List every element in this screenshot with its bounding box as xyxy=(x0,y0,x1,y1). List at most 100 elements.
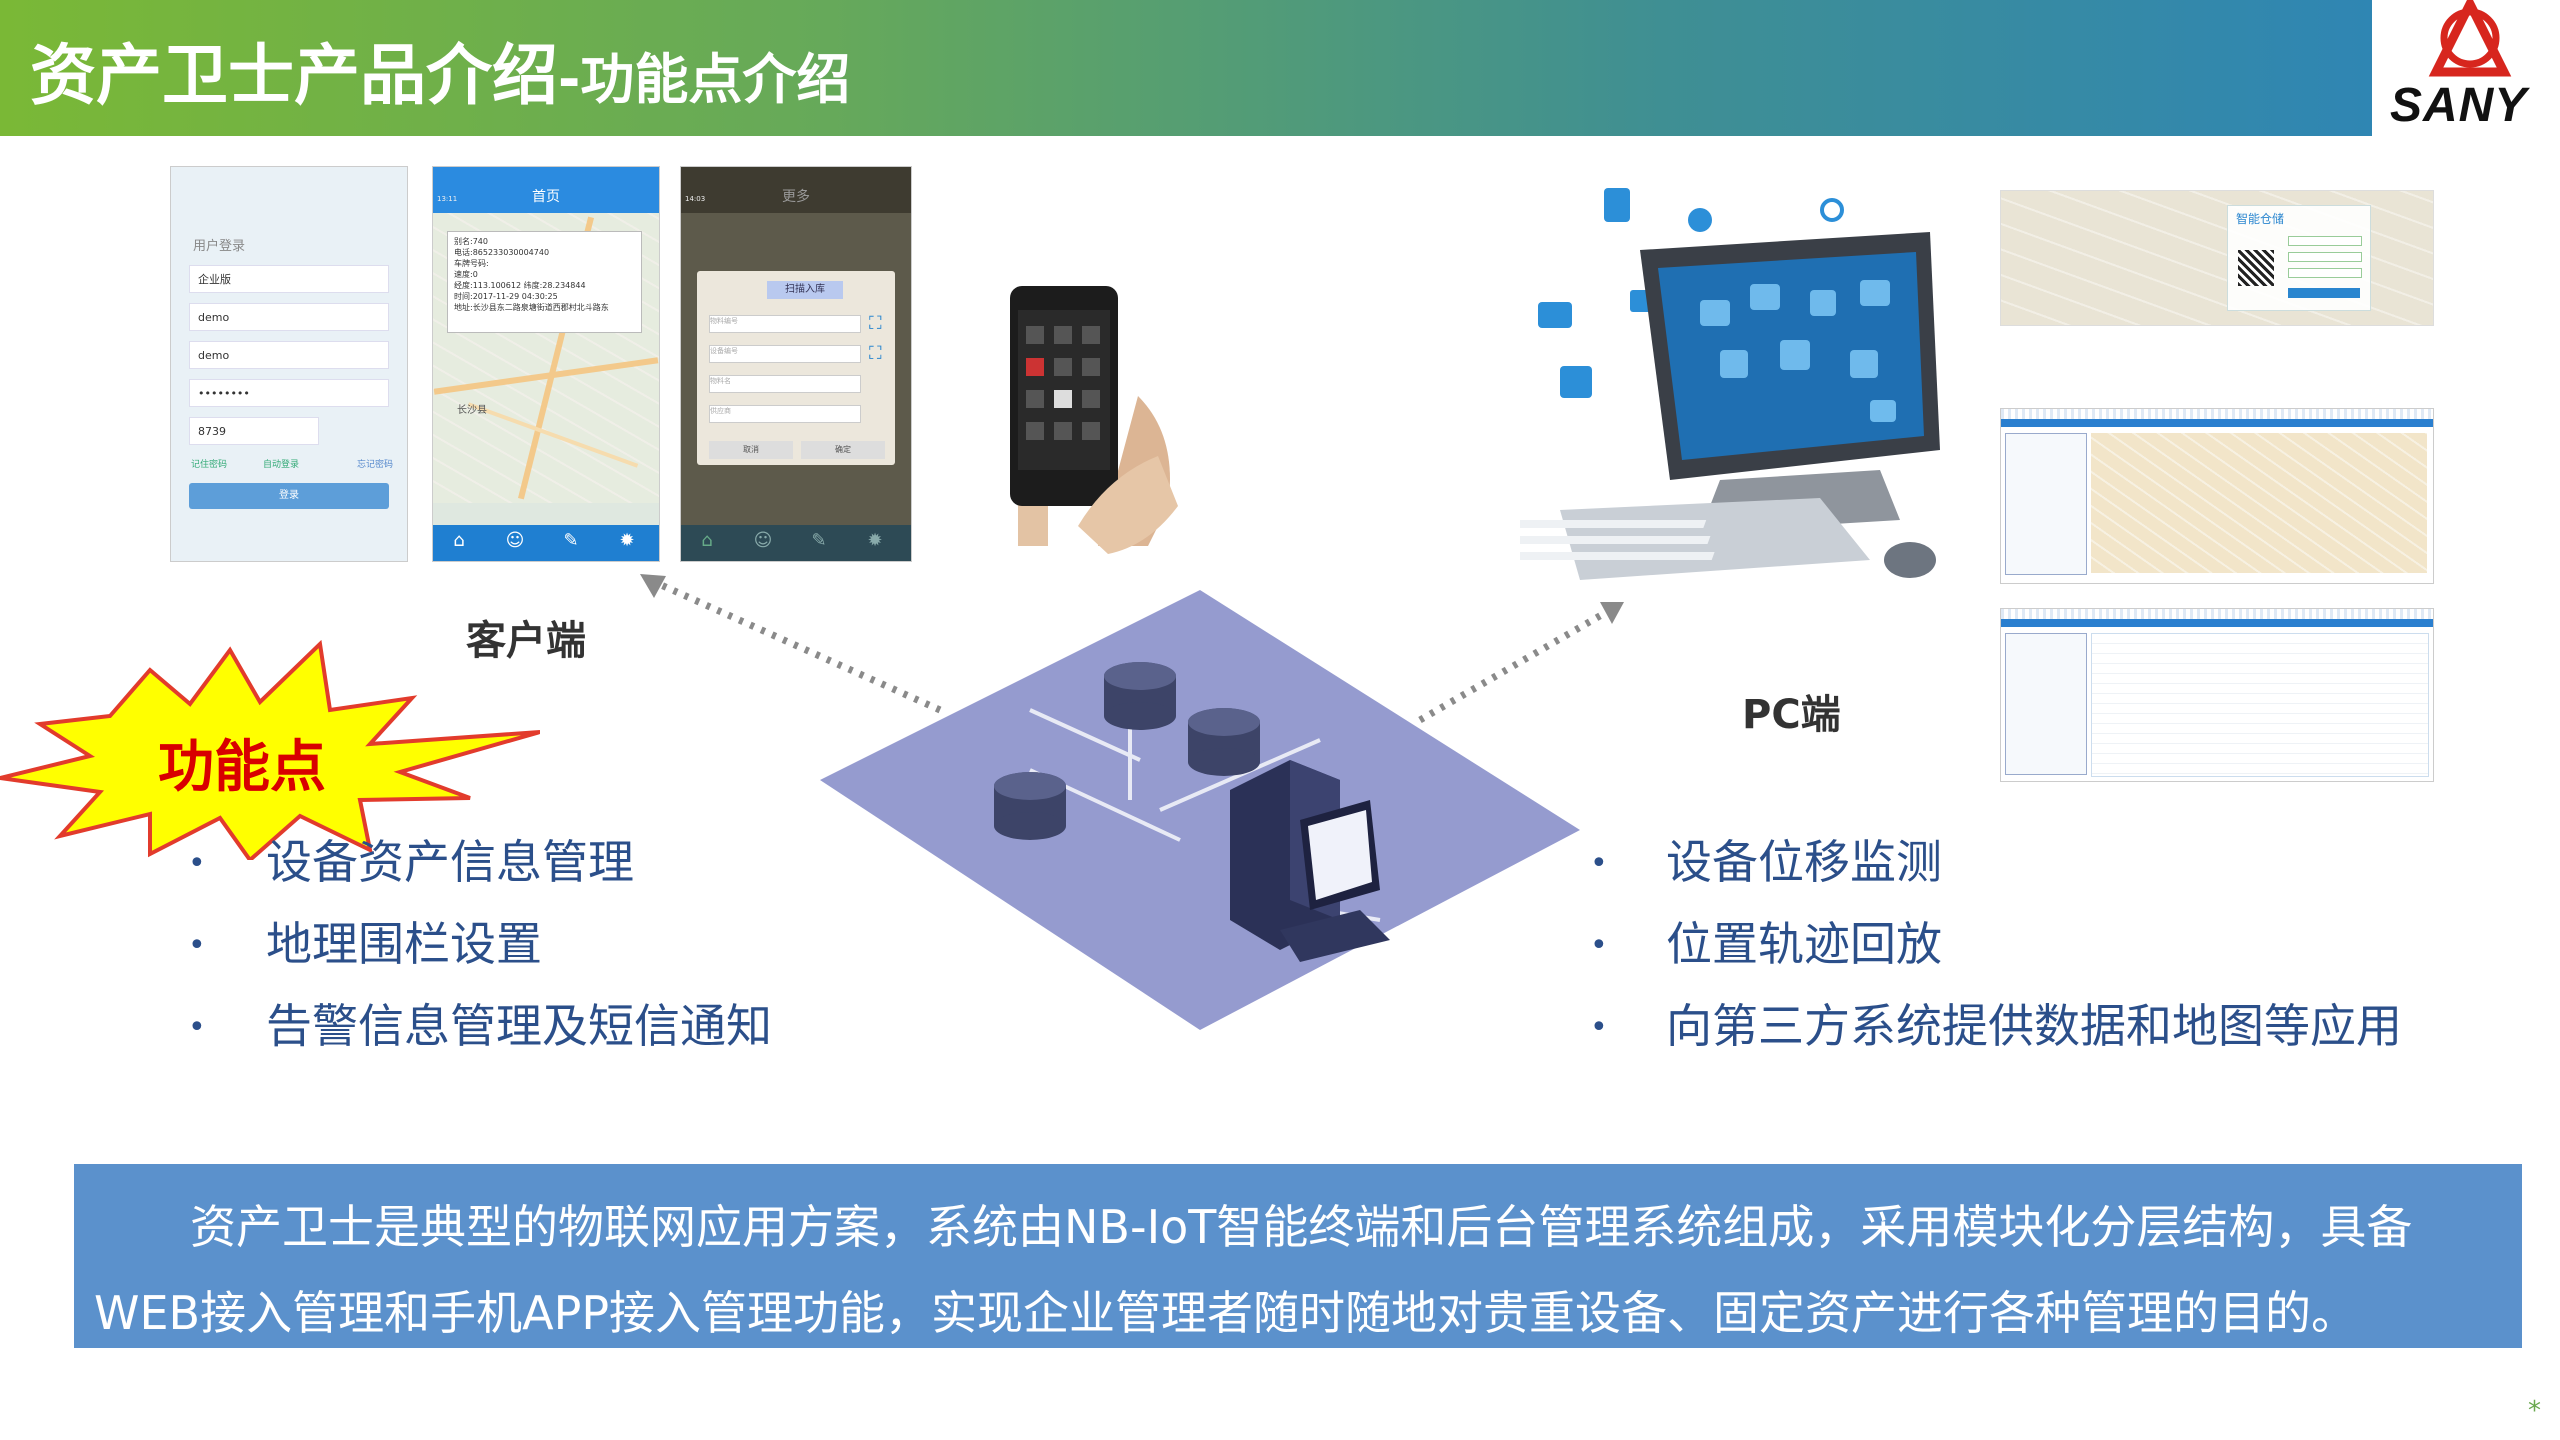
info-line: 电话:865233030004740 xyxy=(454,248,550,257)
login-field-company: 企业版 xyxy=(189,265,389,293)
computer-illustration xyxy=(1520,188,1940,580)
bullet-icon: • xyxy=(1590,928,1608,963)
pc-nav-bar xyxy=(2001,419,2433,427)
page-marker: * xyxy=(2528,1396,2541,1426)
login-title: 用户登录 xyxy=(193,239,246,254)
scan-icon: ⛶ xyxy=(869,343,882,364)
bullet-icon: • xyxy=(1590,846,1608,881)
header-bar xyxy=(0,0,2372,136)
forgot-link: 忘记密码 xyxy=(357,460,394,470)
logo-text: SANY xyxy=(2390,79,2528,132)
home-header: 13:11 首页 xyxy=(433,167,659,213)
info-line: 车牌号码: xyxy=(454,259,489,268)
sany-emblem-icon xyxy=(2428,0,2512,77)
mail-icon xyxy=(1538,302,1572,328)
map-road xyxy=(467,402,639,468)
gear-icon: ✹ xyxy=(619,530,635,551)
bullet-icon: • xyxy=(188,928,206,963)
info-line: 地址:长沙县东二路泉塘街道西郡村北斗路东 xyxy=(454,303,609,312)
scan-field: 物料名 xyxy=(709,375,861,393)
more-title: 更多 xyxy=(782,189,810,205)
connector-arrows xyxy=(640,574,1624,724)
pc-label: PC端 xyxy=(1742,692,1841,738)
login-field-captcha: 8739 xyxy=(189,417,319,445)
database-icon xyxy=(1188,708,1260,776)
hand-phone-illustration xyxy=(1010,286,1178,554)
pc-feature-item: 向第三方系统提供数据和地图等应用 xyxy=(1666,999,2402,1053)
bullet-icon: • xyxy=(1590,1010,1608,1045)
pc-map-view xyxy=(2091,433,2427,573)
database-icon xyxy=(994,772,1066,840)
login-field-secret: •••••••• xyxy=(189,379,389,407)
wrench-icon: ✎ xyxy=(563,530,579,551)
map-label: 长沙县 xyxy=(457,405,487,416)
pc-feature-item: 位置轨迹回放 xyxy=(1666,917,1942,971)
scan-field: 设备编号 xyxy=(709,345,861,363)
network-platform-illustration xyxy=(820,590,1580,1030)
arrow-to-client xyxy=(648,576,942,714)
summary-text: 资产卫士是典型的物联网应用方案，系统由NB-IoT智能终端和后台管理系统组成，采… xyxy=(94,1200,2413,1340)
scan-field: 物料编号 xyxy=(709,315,861,333)
device-info-popup: 别名:740 电话:865233030004740 车牌号码: 速度:0 经度:… xyxy=(447,231,642,333)
chat-icon xyxy=(1688,208,1712,232)
scan-icon: ⛶ xyxy=(869,313,882,334)
scan-dialog: 扫描入库 物料编号 设备编号 物料名 供应商 ⛶ ⛶ 取消 确定 xyxy=(697,271,895,465)
more-header: 14:03 更多 xyxy=(681,167,911,213)
info-line: 时间:2017-11-29 04:30:25 xyxy=(454,292,558,301)
login-field-password: demo xyxy=(189,341,389,369)
pc-map-screenshot xyxy=(2000,408,2434,584)
more-tabbar: ⌂ ☺ ✎ ✹ xyxy=(681,525,911,561)
gear-icon: ✹ xyxy=(867,530,883,551)
scan-dialog-title: 扫描入库 xyxy=(767,281,843,299)
page-title: 资产卫士产品介绍-功能点介绍 xyxy=(30,22,850,118)
auto-login-checkbox: 自动登录 xyxy=(263,460,300,470)
qr-code-icon xyxy=(2238,250,2274,286)
home-title: 首页 xyxy=(532,189,560,205)
feature-burst-icon xyxy=(0,640,540,860)
dialog-cancel-button: 取消 xyxy=(709,441,793,459)
status-time: 14:03 xyxy=(685,195,706,203)
info-line: 经度:113.100612 纬度:28.234844 xyxy=(454,281,586,290)
speaker-icon xyxy=(1604,188,1630,222)
pc-table-screenshot xyxy=(2000,608,2434,782)
pc-login-button xyxy=(2288,288,2360,298)
title-sub-text: -功能点介绍 xyxy=(558,48,851,111)
database-icon xyxy=(1104,662,1176,730)
wrench-icon: ✎ xyxy=(811,530,827,551)
arrow-to-pc xyxy=(1418,606,1612,724)
home-icon: ⌂ xyxy=(453,530,465,551)
pc-device-tree xyxy=(2005,433,2087,575)
home-tabbar: ⌂ ☺ ✎ ✹ xyxy=(433,525,659,561)
scan-field: 供应商 xyxy=(709,405,861,423)
feature-burst-label: 功能点 xyxy=(158,735,326,800)
pc-nav-bar xyxy=(2001,619,2433,627)
pc-device-tree xyxy=(2005,633,2087,775)
home-icon: ⌂ xyxy=(701,530,713,551)
client-feature-item: 地理围栏设置 xyxy=(266,917,542,971)
server-icon xyxy=(1230,760,1390,962)
user-icon: ☺ xyxy=(505,530,525,551)
user-icon: ☺ xyxy=(753,530,773,551)
pc-login-card: 智能仓储 xyxy=(2227,205,2371,311)
client-label: 客户端 xyxy=(466,618,586,664)
login-field-user: demo xyxy=(189,303,389,331)
app-scan-screenshot: 14:03 更多 扫描入库 物料编号 设备编号 物料名 供应商 ⛶ ⛶ 取消 确… xyxy=(680,166,912,562)
pc-data-table xyxy=(2091,633,2429,777)
app-login-screenshot: 用户登录 企业版 demo demo •••••••• 8739 记住密码 自动… xyxy=(170,166,408,562)
status-time: 13:11 xyxy=(437,195,458,203)
info-line: 别名:740 xyxy=(454,237,488,246)
dialog-confirm-button: 确定 xyxy=(801,441,885,459)
app-home-screenshot: 13:11 首页 长沙县 别名:740 电话:865233030004740 车… xyxy=(432,166,660,562)
pc-feature-item: 设备位移监测 xyxy=(1666,835,1942,889)
bullet-icon: • xyxy=(188,846,206,881)
login-button: 登录 xyxy=(189,483,389,509)
client-feature-item: 告警信息管理及短信通知 xyxy=(266,999,772,1053)
sany-logo: SANY xyxy=(2380,0,2560,136)
title-main-text: 资产卫士产品介绍 xyxy=(30,37,558,114)
remember-checkbox: 记住密码 xyxy=(191,460,228,470)
client-feature-item: 设备资产信息管理 xyxy=(266,835,634,889)
cursor-icon xyxy=(1560,366,1592,398)
pc-login-screenshot: 智能仓储 xyxy=(2000,190,2434,326)
pc-login-title: 智能仓储 xyxy=(2236,212,2285,226)
bullet-icon: • xyxy=(188,1010,206,1045)
